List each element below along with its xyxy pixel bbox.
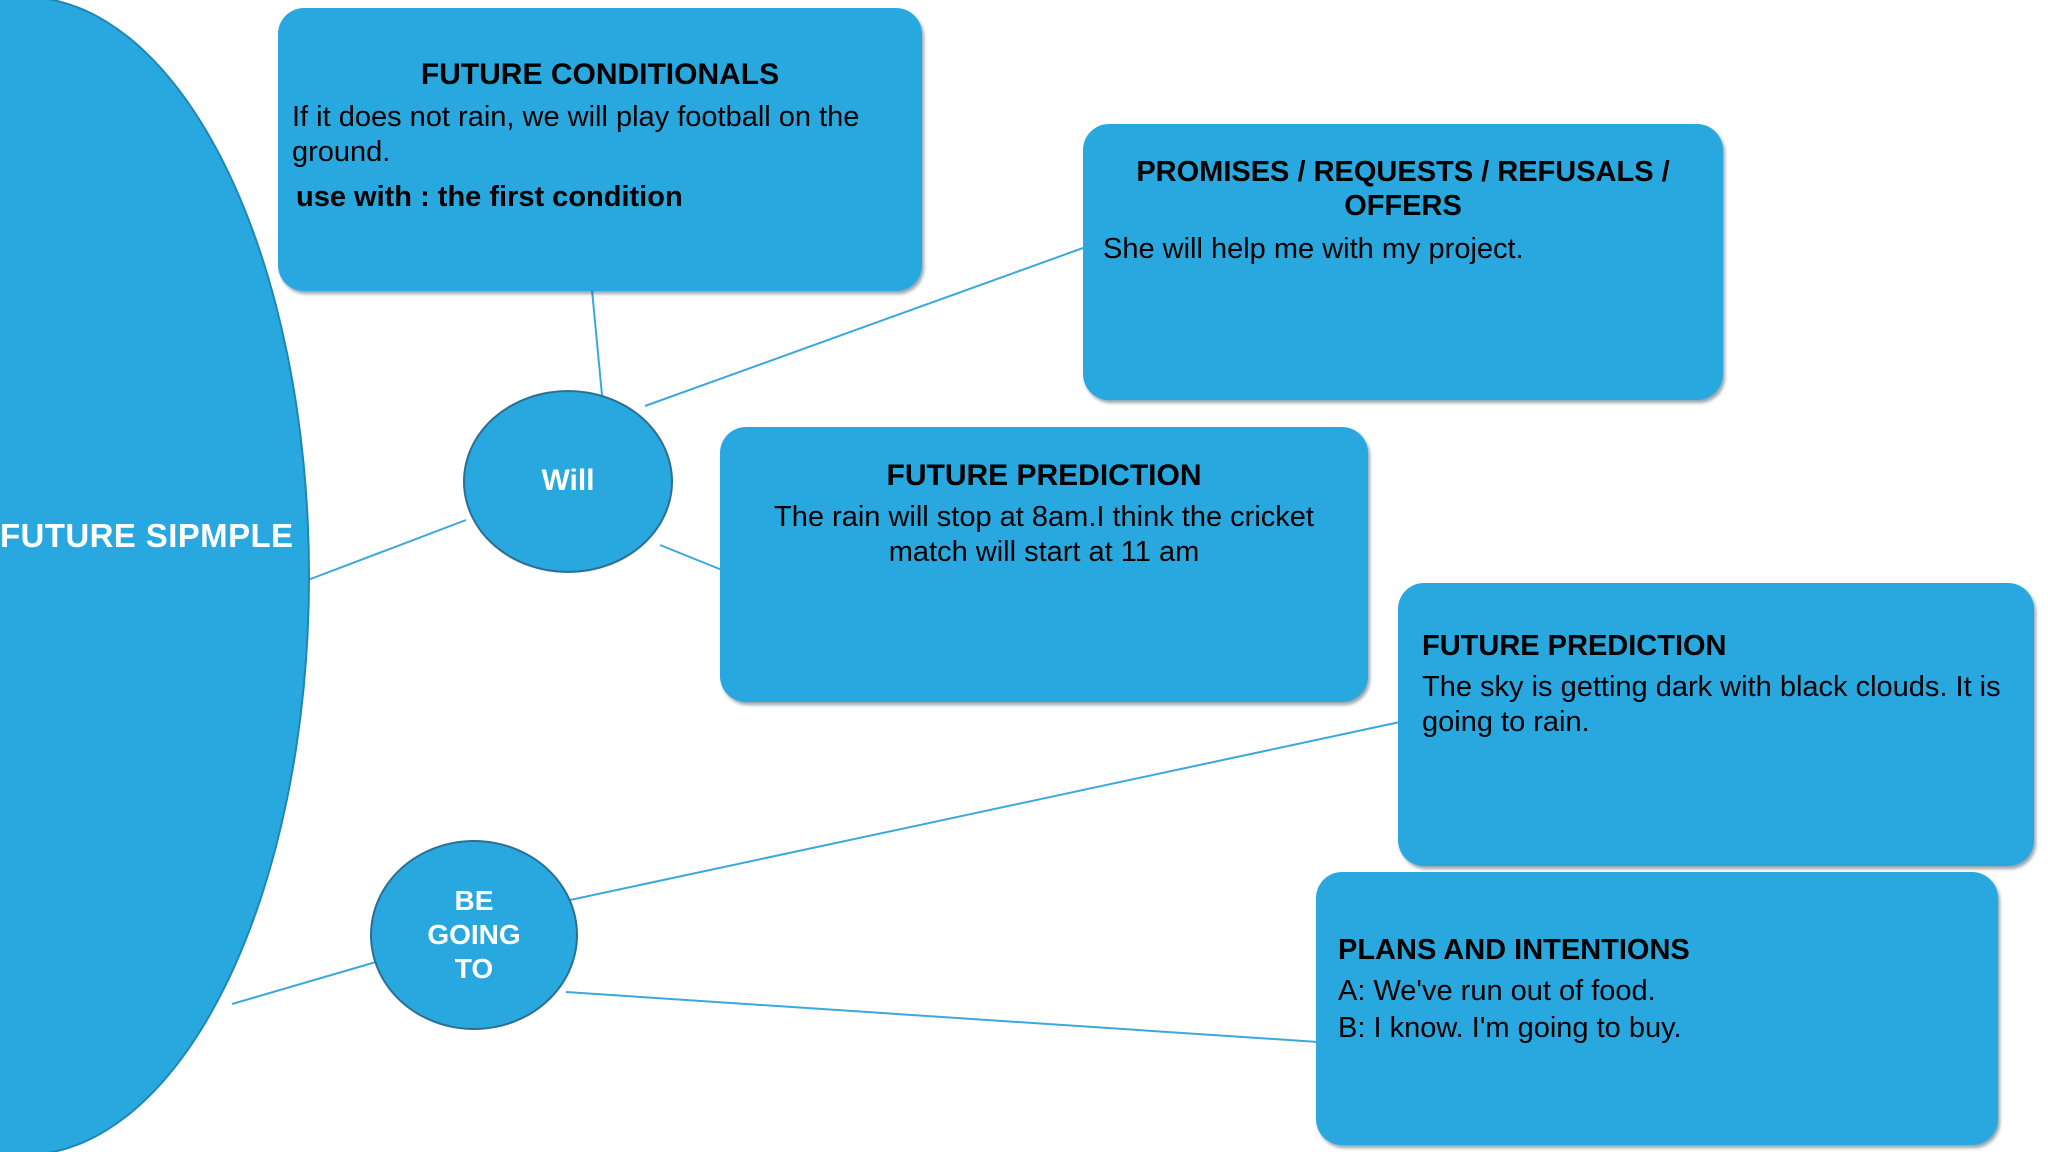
card-plans-and-intentions-line-b: B: I know. I'm going to buy.	[1338, 1012, 1682, 1044]
connector-root-to-begoingto	[231, 961, 377, 1005]
root-node-ellipse[interactable]	[0, 0, 310, 1152]
card-future-conditionals-note: use with : the first condition	[296, 180, 683, 213]
hub-will-label: Will	[541, 464, 595, 498]
card-plans-and-intentions[interactable]: PLANS AND INTENTIONS A: We've run out of…	[1316, 872, 1998, 1145]
connector-will-to-prediction-will	[659, 544, 723, 571]
card-future-conditionals-title: FUTURE CONDITIONALS	[420, 58, 780, 91]
card-promises-requests-refusals-offers[interactable]: PROMISES / REQUESTS / REFUSALS / OFFERS …	[1083, 124, 1723, 400]
root-node-label: FUTURE SIPMPLE	[0, 517, 294, 554]
card-future-prediction-will-title: FUTURE PREDICTION	[886, 459, 1202, 492]
card-future-conditionals[interactable]: FUTURE CONDITIONALS If it does not rain,…	[278, 8, 922, 291]
card-plans-and-intentions-title: PLANS AND INTENTIONS	[1338, 934, 1690, 966]
card-future-prediction-will-body: The rain will stop at 8am.I think the cr…	[774, 500, 1314, 569]
card-promises-title: PROMISES / REQUESTS / REFUSALS / OFFERS	[1136, 156, 1670, 222]
connector-root-to-will	[299, 519, 467, 584]
card-future-conditionals-body: If it does not rain, we will play footba…	[292, 100, 860, 169]
connector-begoingto-to-plans	[565, 991, 1319, 1043]
connector-will-to-conditionals	[591, 289, 603, 396]
card-future-prediction-going-to-title: FUTURE PREDICTION	[1422, 630, 1727, 662]
card-future-prediction-going-to[interactable]: FUTURE PREDICTION The sky is getting dar…	[1398, 583, 2034, 866]
hub-node-will[interactable]: Will	[463, 390, 673, 573]
card-future-prediction-will[interactable]: FUTURE PREDICTION The rain will stop at …	[720, 427, 1368, 702]
card-plans-and-intentions-line-a: A: We've run out of food.	[1338, 974, 1656, 1007]
card-future-prediction-going-to-body: The sky is getting dark with black cloud…	[1422, 670, 2001, 738]
card-promises-body: She will help me with my project.	[1103, 233, 1524, 266]
connector-begoingto-to-prediction-going	[569, 721, 1401, 901]
